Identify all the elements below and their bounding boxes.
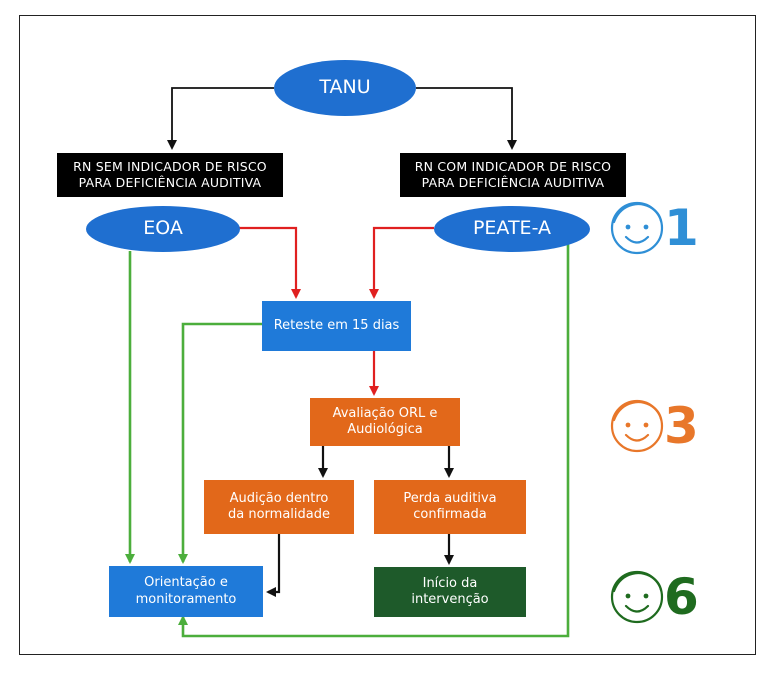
age-marker-1: 1	[664, 199, 699, 257]
node-rn-sem-risco: RN SEM INDICADOR DE RISCO PARA DEFICIÊNC…	[57, 153, 283, 197]
arrow-peate-to-orientacao	[178, 244, 570, 638]
arrow-peate-to-reteste	[369, 226, 434, 299]
age-marker-6: 6	[664, 568, 699, 626]
node-audicao-normal: Audição dentro da normalidade	[204, 480, 354, 534]
node-avaliacao: Avaliação ORL e Audiológica	[310, 398, 460, 446]
diagram-frame	[19, 15, 756, 655]
arrow-audicao-to-orientacao	[266, 534, 281, 597]
node-perda-confirmada: Perda auditiva confirmada	[374, 480, 526, 534]
arrow-reteste-to-orientacao	[178, 322, 262, 564]
smiley-face-icon-1	[610, 201, 664, 255]
node-rn-com-risco: RN COM INDICADOR DE RISCO PARA DEFICIÊNC…	[400, 153, 626, 197]
age-marker-3: 3	[664, 397, 699, 455]
node-orientacao: Orientação e monitoramento	[109, 566, 263, 617]
node-tanu: TANU	[274, 60, 416, 116]
arrow-tanu-to-rn-sem	[167, 87, 274, 150]
node-peate-a: PEATE-A	[434, 206, 590, 252]
node-inicio-intervencao: Início da intervenção	[374, 567, 526, 617]
smiley-face-icon-3	[610, 399, 664, 453]
arrow-eoa-to-reteste	[239, 226, 301, 299]
node-eoa: EOA	[86, 206, 240, 252]
smiley-face-icon-6	[610, 570, 664, 624]
arrow-tanu-to-rn-com	[416, 87, 517, 150]
node-reteste: Reteste em 15 dias	[262, 301, 411, 351]
